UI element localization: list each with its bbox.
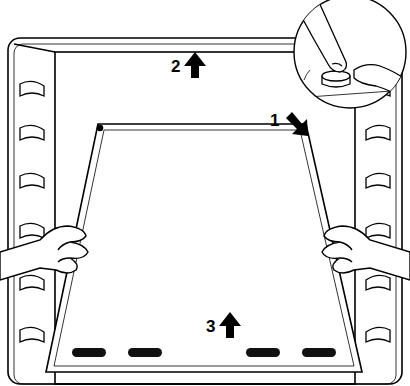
callout-number: 2	[171, 58, 180, 75]
detail-inset	[354, 65, 406, 100]
right-shelf-rails	[366, 81, 390, 342]
baking-tray	[46, 124, 362, 372]
callout-number: 3	[206, 318, 215, 335]
baking-tray	[46, 124, 362, 372]
tray-slots	[128, 348, 162, 357]
left-shelf-rails	[20, 327, 44, 342]
right-hand	[340, 242, 352, 250]
left-shelf-rails	[20, 275, 44, 290]
right-hand	[340, 258, 352, 262]
right-shelf-rails	[366, 223, 390, 238]
oven-frame	[14, 44, 55, 52]
right-shelf-rails	[366, 327, 390, 342]
tray-slots	[302, 348, 336, 357]
left-hand	[58, 258, 70, 262]
detail-inset	[294, 0, 406, 108]
left-shelf-rails	[20, 173, 44, 188]
direction-arrows	[184, 52, 206, 78]
detail-inset	[322, 71, 350, 81]
left-shelf-rails	[20, 223, 44, 238]
left-shelf-rails	[20, 81, 44, 342]
left-shelf-rails	[20, 81, 44, 96]
left-hand	[0, 226, 88, 280]
right-shelf-rails	[366, 173, 390, 188]
detail-inset	[294, 0, 406, 108]
detail-inset	[300, 0, 346, 72]
right-shelf-rails	[366, 275, 390, 290]
direction-arrows	[219, 312, 241, 338]
left-shelf-rails	[20, 125, 44, 140]
left-hand	[0, 226, 88, 280]
callout-number: 1	[270, 112, 279, 129]
right-shelf-rails	[366, 125, 390, 140]
baking-tray	[98, 126, 103, 131]
right-hand	[322, 226, 410, 280]
detail-inset	[294, 0, 406, 100]
detail-inset	[304, 70, 310, 80]
tray-slots	[246, 348, 280, 357]
right-hand	[322, 226, 410, 280]
baking-tray	[54, 130, 354, 366]
tray-slots	[72, 348, 106, 357]
left-hand	[58, 242, 70, 250]
direction-arrows	[184, 52, 308, 338]
direction-arrows	[286, 112, 308, 136]
tray-slots	[72, 348, 336, 357]
detail-inset	[332, 63, 342, 66]
